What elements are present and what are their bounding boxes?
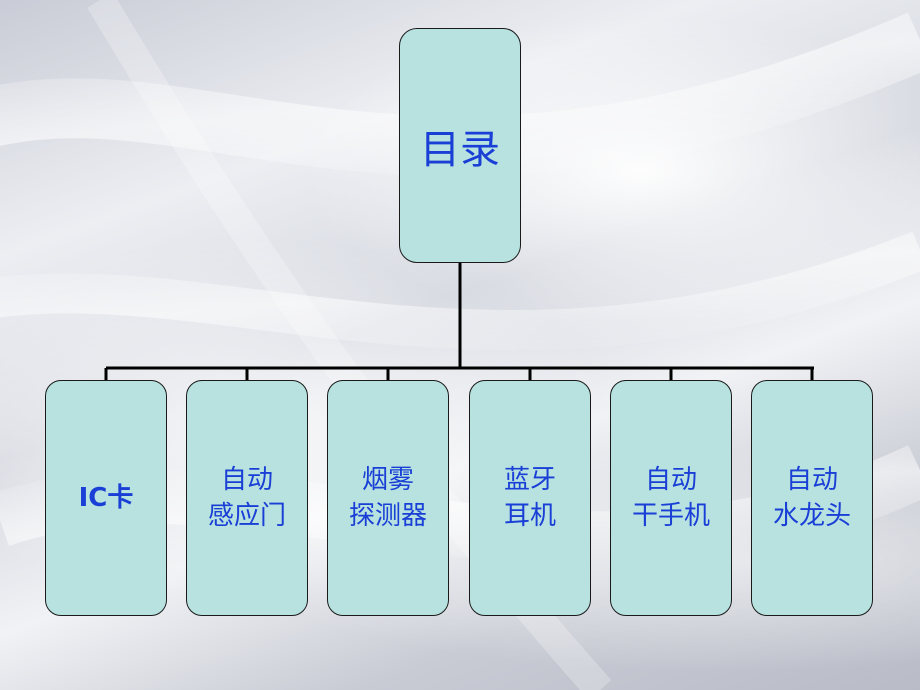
- child-node-hand-dryer[interactable]: 自动 干手机: [610, 380, 732, 616]
- root-node-label: 目录: [420, 126, 500, 173]
- child-node-label: 蓝牙 耳机: [503, 465, 556, 531]
- child-node-label: 烟雾 探测器: [348, 465, 427, 531]
- child-node-bluetooth-earphone[interactable]: 蓝牙 耳机: [469, 380, 591, 616]
- child-node-label: 自动 水龙头: [772, 465, 851, 531]
- child-node-label: 自动 干手机: [631, 465, 710, 531]
- child-node-auto-faucet[interactable]: 自动 水龙头: [751, 380, 873, 616]
- child-node-label: IC卡: [78, 483, 134, 513]
- child-node-smoke-detector[interactable]: 烟雾 探测器: [327, 380, 449, 616]
- root-node-contents[interactable]: 目录: [399, 28, 521, 263]
- child-node-label: 自动 感应门: [207, 465, 286, 531]
- child-node-auto-door[interactable]: 自动 感应门: [186, 380, 308, 616]
- child-node-ic-card[interactable]: IC卡: [45, 380, 167, 616]
